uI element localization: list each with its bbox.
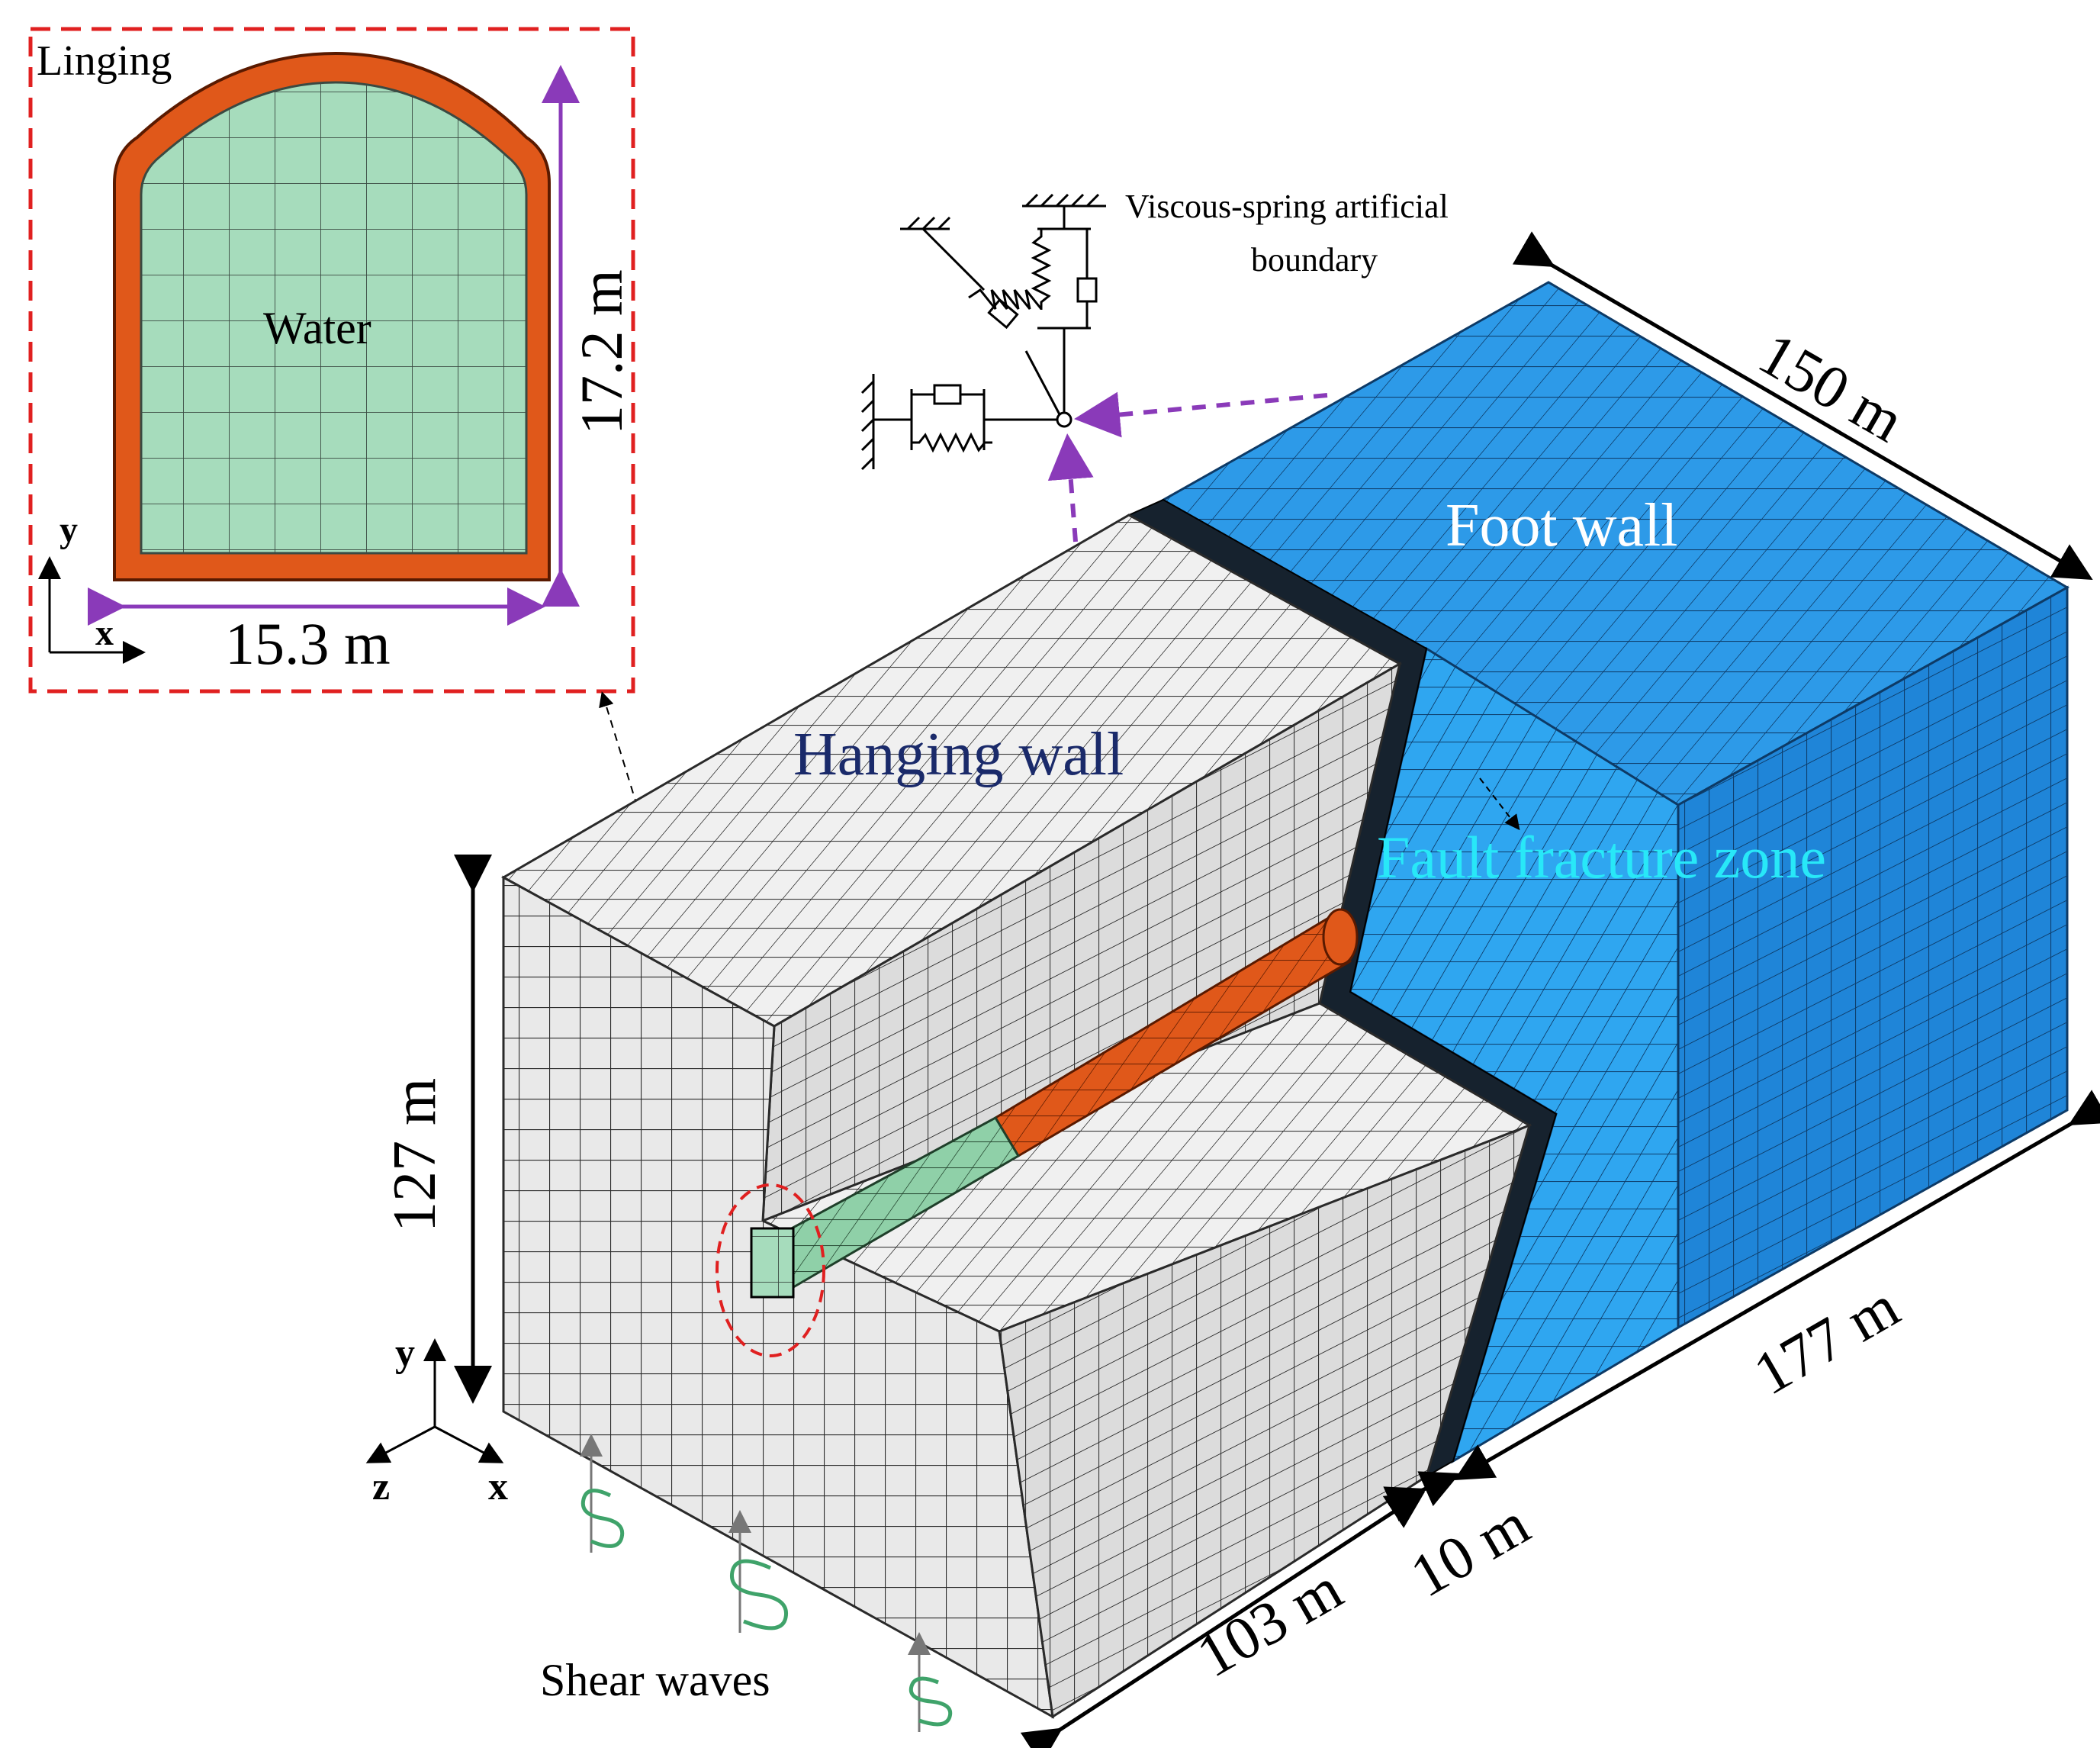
water-region <box>140 81 528 555</box>
boundary-label-line2: boundary <box>1251 241 1378 278</box>
boundary-label-line1: Viscous-spring artificial <box>1125 188 1449 225</box>
wave-icon <box>908 1676 953 1727</box>
left-dashpot <box>933 384 962 405</box>
boundary-node <box>1056 411 1073 428</box>
top-dashpot <box>1076 277 1098 303</box>
diagonal-dashpot <box>987 298 1019 330</box>
width-label: 15.3 m <box>225 610 391 677</box>
dim-10-arrow <box>1383 1471 1461 1522</box>
portal-highlight-ellipse <box>716 1183 825 1357</box>
shear-wave-3 <box>908 1632 953 1732</box>
dim-103-arrow <box>1020 1491 1426 1748</box>
tunnel-portal <box>750 1227 795 1299</box>
hanging-wall-label: Hanging wall <box>793 721 1124 788</box>
model-axis-z-label: z <box>372 1465 390 1508</box>
diagonal-spring <box>968 288 1043 310</box>
model-3d: Foot wall Hanging wall Fault fracture zo… <box>365 231 2100 1748</box>
model-axis-z <box>365 1425 436 1463</box>
wave-icon <box>729 1559 789 1631</box>
model-axis-x-label: x <box>488 1465 508 1508</box>
water-label: Water <box>263 303 371 353</box>
dim-177-arrow <box>1454 1090 2100 1481</box>
lining-label: Linging <box>37 37 172 85</box>
boundary-schematic <box>860 193 1106 471</box>
wave-icon <box>580 1489 625 1548</box>
tunnel-far-end <box>1322 908 1359 966</box>
height-label: 17.2 m <box>568 269 635 435</box>
dim-150-arrow <box>1512 231 2093 581</box>
top-hatch <box>1024 193 1100 208</box>
model-axis-y-label: y <box>395 1331 415 1375</box>
boundary-arrow-horizontal <box>1074 391 1328 438</box>
dim-177-label: 177 m <box>1743 1273 1910 1408</box>
shear-wave-2 <box>728 1510 789 1633</box>
foot-wall-label: Foot wall <box>1446 492 1677 559</box>
inset-axis-x-label: x <box>95 613 114 653</box>
shear-wave-1 <box>580 1434 625 1553</box>
shear-waves-label: Shear waves <box>540 1655 770 1705</box>
model-axis-x <box>434 1425 504 1463</box>
top-spring <box>1031 229 1052 310</box>
boundary-arrow-vertical <box>1047 433 1094 542</box>
fault-zone-label: Fault fracture zone <box>1377 824 1826 890</box>
dim-127-label: 127 m <box>381 1078 449 1232</box>
dim-10-label: 10 m <box>1400 1490 1540 1610</box>
inset-panel: Linging Water 17.2 m 15.3 m y x <box>28 27 635 694</box>
left-spring <box>912 432 992 453</box>
inset-axis-y-label: y <box>59 510 78 550</box>
